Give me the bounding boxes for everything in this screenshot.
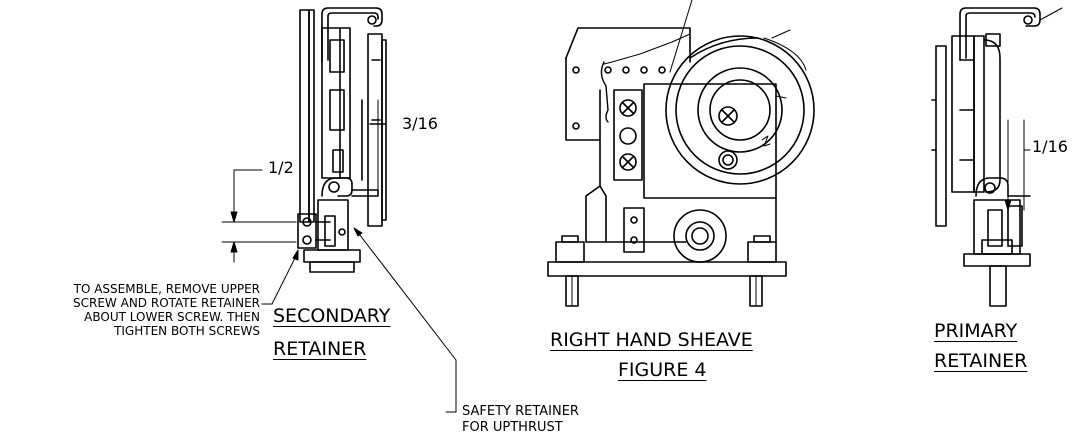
primary-retainer-view [931,7,1063,307]
figure-number-label: FIGURE 4 [618,359,707,381]
right-hand-sheave-title: RIGHT HAND SHEAVE [550,329,753,351]
dimension-label-3-16: 3/16 [402,114,438,133]
note-line-2: SCREW AND ROTATE RETAINER [73,296,260,310]
note-line-3: ABOUT LOWER SCREW. THEN [84,310,260,324]
note-line-1: TO ASSEMBLE, REMOVE UPPER [73,282,260,296]
safety-note-line-2: FOR UPTHRUST [462,420,563,435]
primary-retainer-title: PRIMARY [934,320,1018,342]
primary-retainer-subtitle: RETAINER [934,350,1028,372]
secondary-retainer-title: SECONDARY [273,305,391,327]
secondary-retainer-view [221,7,457,413]
right-hand-sheave-view [547,0,815,307]
safety-note-line-1: SAFETY RETAINER [462,404,579,419]
note-line-4: TIGHTEN BOTH SCREWS [114,324,260,338]
secondary-retainer-subtitle: RETAINER [273,338,367,360]
dimension-label-1-16: 1/16 [1032,137,1068,156]
dimension-label-1-2: 1/2 [268,158,294,177]
safety-retainer-note: SAFETY RETAINER FOR UPTHRUST [462,404,579,436]
assemble-instructions-note: TO ASSEMBLE, REMOVE UPPER SCREW AND ROTA… [73,282,260,338]
